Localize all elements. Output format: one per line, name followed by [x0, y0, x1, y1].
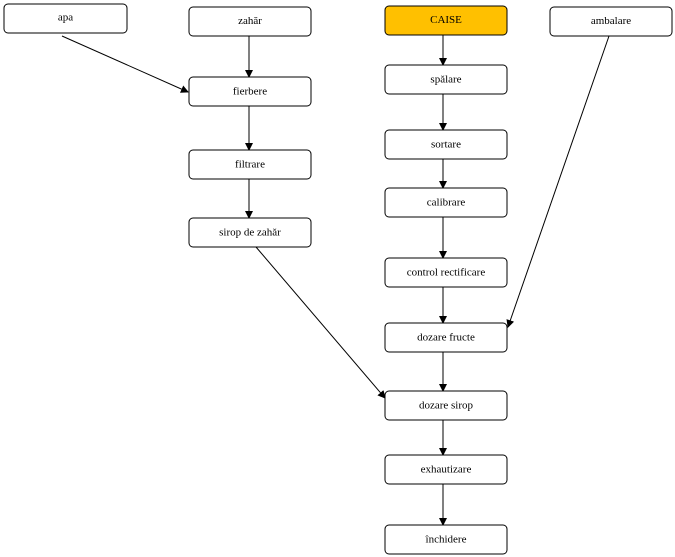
node-label: filtrare	[235, 159, 265, 171]
node-apa: apa	[3, 3, 128, 34]
node-label: exhautizare	[421, 464, 472, 476]
node-calibrare: calibrare	[384, 187, 508, 218]
node-label: control rectificare	[407, 267, 486, 279]
node-zahar: zahăr	[188, 6, 312, 37]
node-inchidere: închidere	[384, 524, 508, 555]
node-label: zahăr	[238, 15, 262, 27]
node-label: spălare	[430, 74, 461, 86]
edges	[61, 35, 610, 526]
node-exhautizare: exhautizare	[384, 454, 508, 485]
node-label: sortare	[431, 139, 461, 151]
node-sirop: sirop de zahăr	[188, 217, 312, 248]
node-label: CAISE	[430, 14, 462, 26]
node-label: ambalare	[591, 15, 631, 27]
edge-apa-fierbere	[61, 35, 189, 93]
node-control: control rectificare	[384, 257, 508, 288]
node-sortare: sortare	[384, 129, 508, 160]
node-label: închidere	[425, 534, 467, 546]
node-label: sirop de zahăr	[219, 227, 281, 239]
node-dozare-sirop: dozare sirop	[384, 390, 508, 421]
node-label: apa	[58, 12, 73, 24]
node-fierbere: fierbere	[188, 76, 312, 107]
node-label: dozare sirop	[419, 400, 474, 412]
node-label: dozare fructe	[417, 332, 475, 344]
node-dozare-fructe: dozare fructe	[384, 322, 508, 353]
node-caise: CAISE	[384, 5, 508, 36]
node-spalare: spălare	[384, 64, 508, 95]
node-filtrare: filtrare	[188, 149, 312, 180]
edge-sirop-dozare-sirop	[255, 246, 386, 399]
edge-ambalare-dozare-fructe	[506, 35, 610, 328]
node-label: calibrare	[427, 197, 466, 209]
node-label: fierbere	[233, 86, 267, 98]
node-ambalare: ambalare	[549, 6, 673, 37]
